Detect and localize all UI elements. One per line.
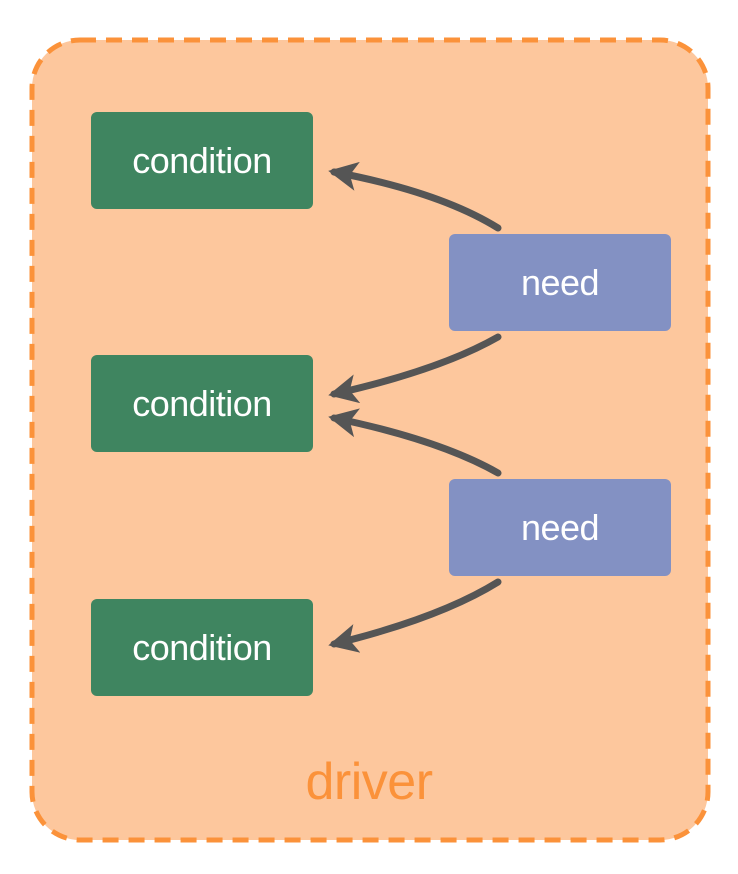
condition-node-label: condition bbox=[132, 626, 272, 668]
need-node-1: need bbox=[449, 234, 671, 331]
edge-need1-condition1 bbox=[328, 161, 502, 232]
need-node-label: need bbox=[520, 506, 600, 548]
condition-node-2: condition bbox=[91, 355, 313, 452]
condition-node-3: condition bbox=[91, 599, 313, 696]
driver-label: driver bbox=[305, 753, 433, 811]
edge-need2-condition3 bbox=[328, 578, 502, 653]
edge-need2-condition2 bbox=[328, 408, 502, 477]
edge-need1-condition2 bbox=[328, 333, 502, 404]
need-node-2: need bbox=[449, 479, 671, 576]
need-node-label: need bbox=[520, 261, 600, 303]
condition-node-label: condition bbox=[132, 382, 272, 424]
condition-node-label: condition bbox=[132, 139, 272, 181]
condition-node-1: condition bbox=[91, 112, 313, 209]
